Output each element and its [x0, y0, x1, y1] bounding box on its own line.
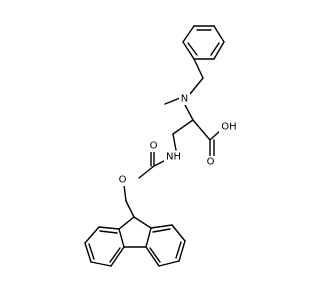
bond	[213, 25, 225, 43]
bond	[84, 242, 92, 263]
bond	[158, 260, 180, 267]
atom-label-n-carbamate: NH	[164, 151, 183, 163]
svg-text:O: O	[207, 157, 215, 168]
double-bond-inner	[99, 230, 118, 234]
svg-text:N: N	[181, 94, 188, 105]
bond	[145, 246, 160, 267]
bond	[118, 228, 125, 248]
double-bond-inner	[175, 241, 182, 259]
bond	[193, 58, 204, 79]
bond	[171, 224, 186, 242]
svg-text:O: O	[150, 141, 158, 152]
bond	[123, 184, 127, 202]
bond	[98, 226, 120, 230]
bond	[178, 240, 186, 262]
atom-label-ester-o: O	[117, 174, 128, 186]
fluorene-core	[118, 216, 152, 248]
bond	[118, 216, 135, 230]
double-bond-inner	[152, 228, 171, 233]
bond	[183, 102, 194, 121]
bond	[192, 119, 211, 141]
bond	[133, 216, 152, 229]
svg-text:O: O	[119, 175, 127, 186]
double-bond-inner	[88, 243, 95, 260]
atom-label-n-methyl: N	[179, 93, 190, 105]
bond	[138, 165, 155, 179]
bond	[90, 261, 112, 267]
svg-text:OH: OH	[221, 122, 236, 133]
double-bond-inner	[149, 247, 161, 263]
atom-label-carbonyl-o-acid: O	[205, 156, 216, 168]
bond	[84, 226, 100, 244]
double-bond-inner	[187, 42, 198, 56]
bond	[110, 246, 125, 267]
bond	[172, 133, 177, 151]
bond	[150, 224, 173, 229]
bond	[145, 227, 152, 248]
bond	[182, 25, 195, 43]
double-bond-inner	[109, 247, 121, 263]
fluorene-right-ring	[145, 224, 186, 267]
bond	[213, 41, 225, 60]
double-bond-inner	[210, 42, 220, 56]
bond	[172, 119, 194, 135]
bond	[125, 200, 135, 218]
bond	[189, 77, 204, 95]
atom-label-carbonyl-o-carbamate: O	[148, 140, 159, 152]
svg-text:NH: NH	[166, 152, 181, 163]
fluorene-left-ring	[84, 226, 125, 267]
bond	[182, 41, 195, 60]
benzyl-ring	[182, 25, 225, 60]
atom-label-hydroxyl: OH	[219, 121, 239, 133]
molecule-structure: N OH O NH O O	[84, 25, 239, 267]
bond	[164, 97, 181, 105]
